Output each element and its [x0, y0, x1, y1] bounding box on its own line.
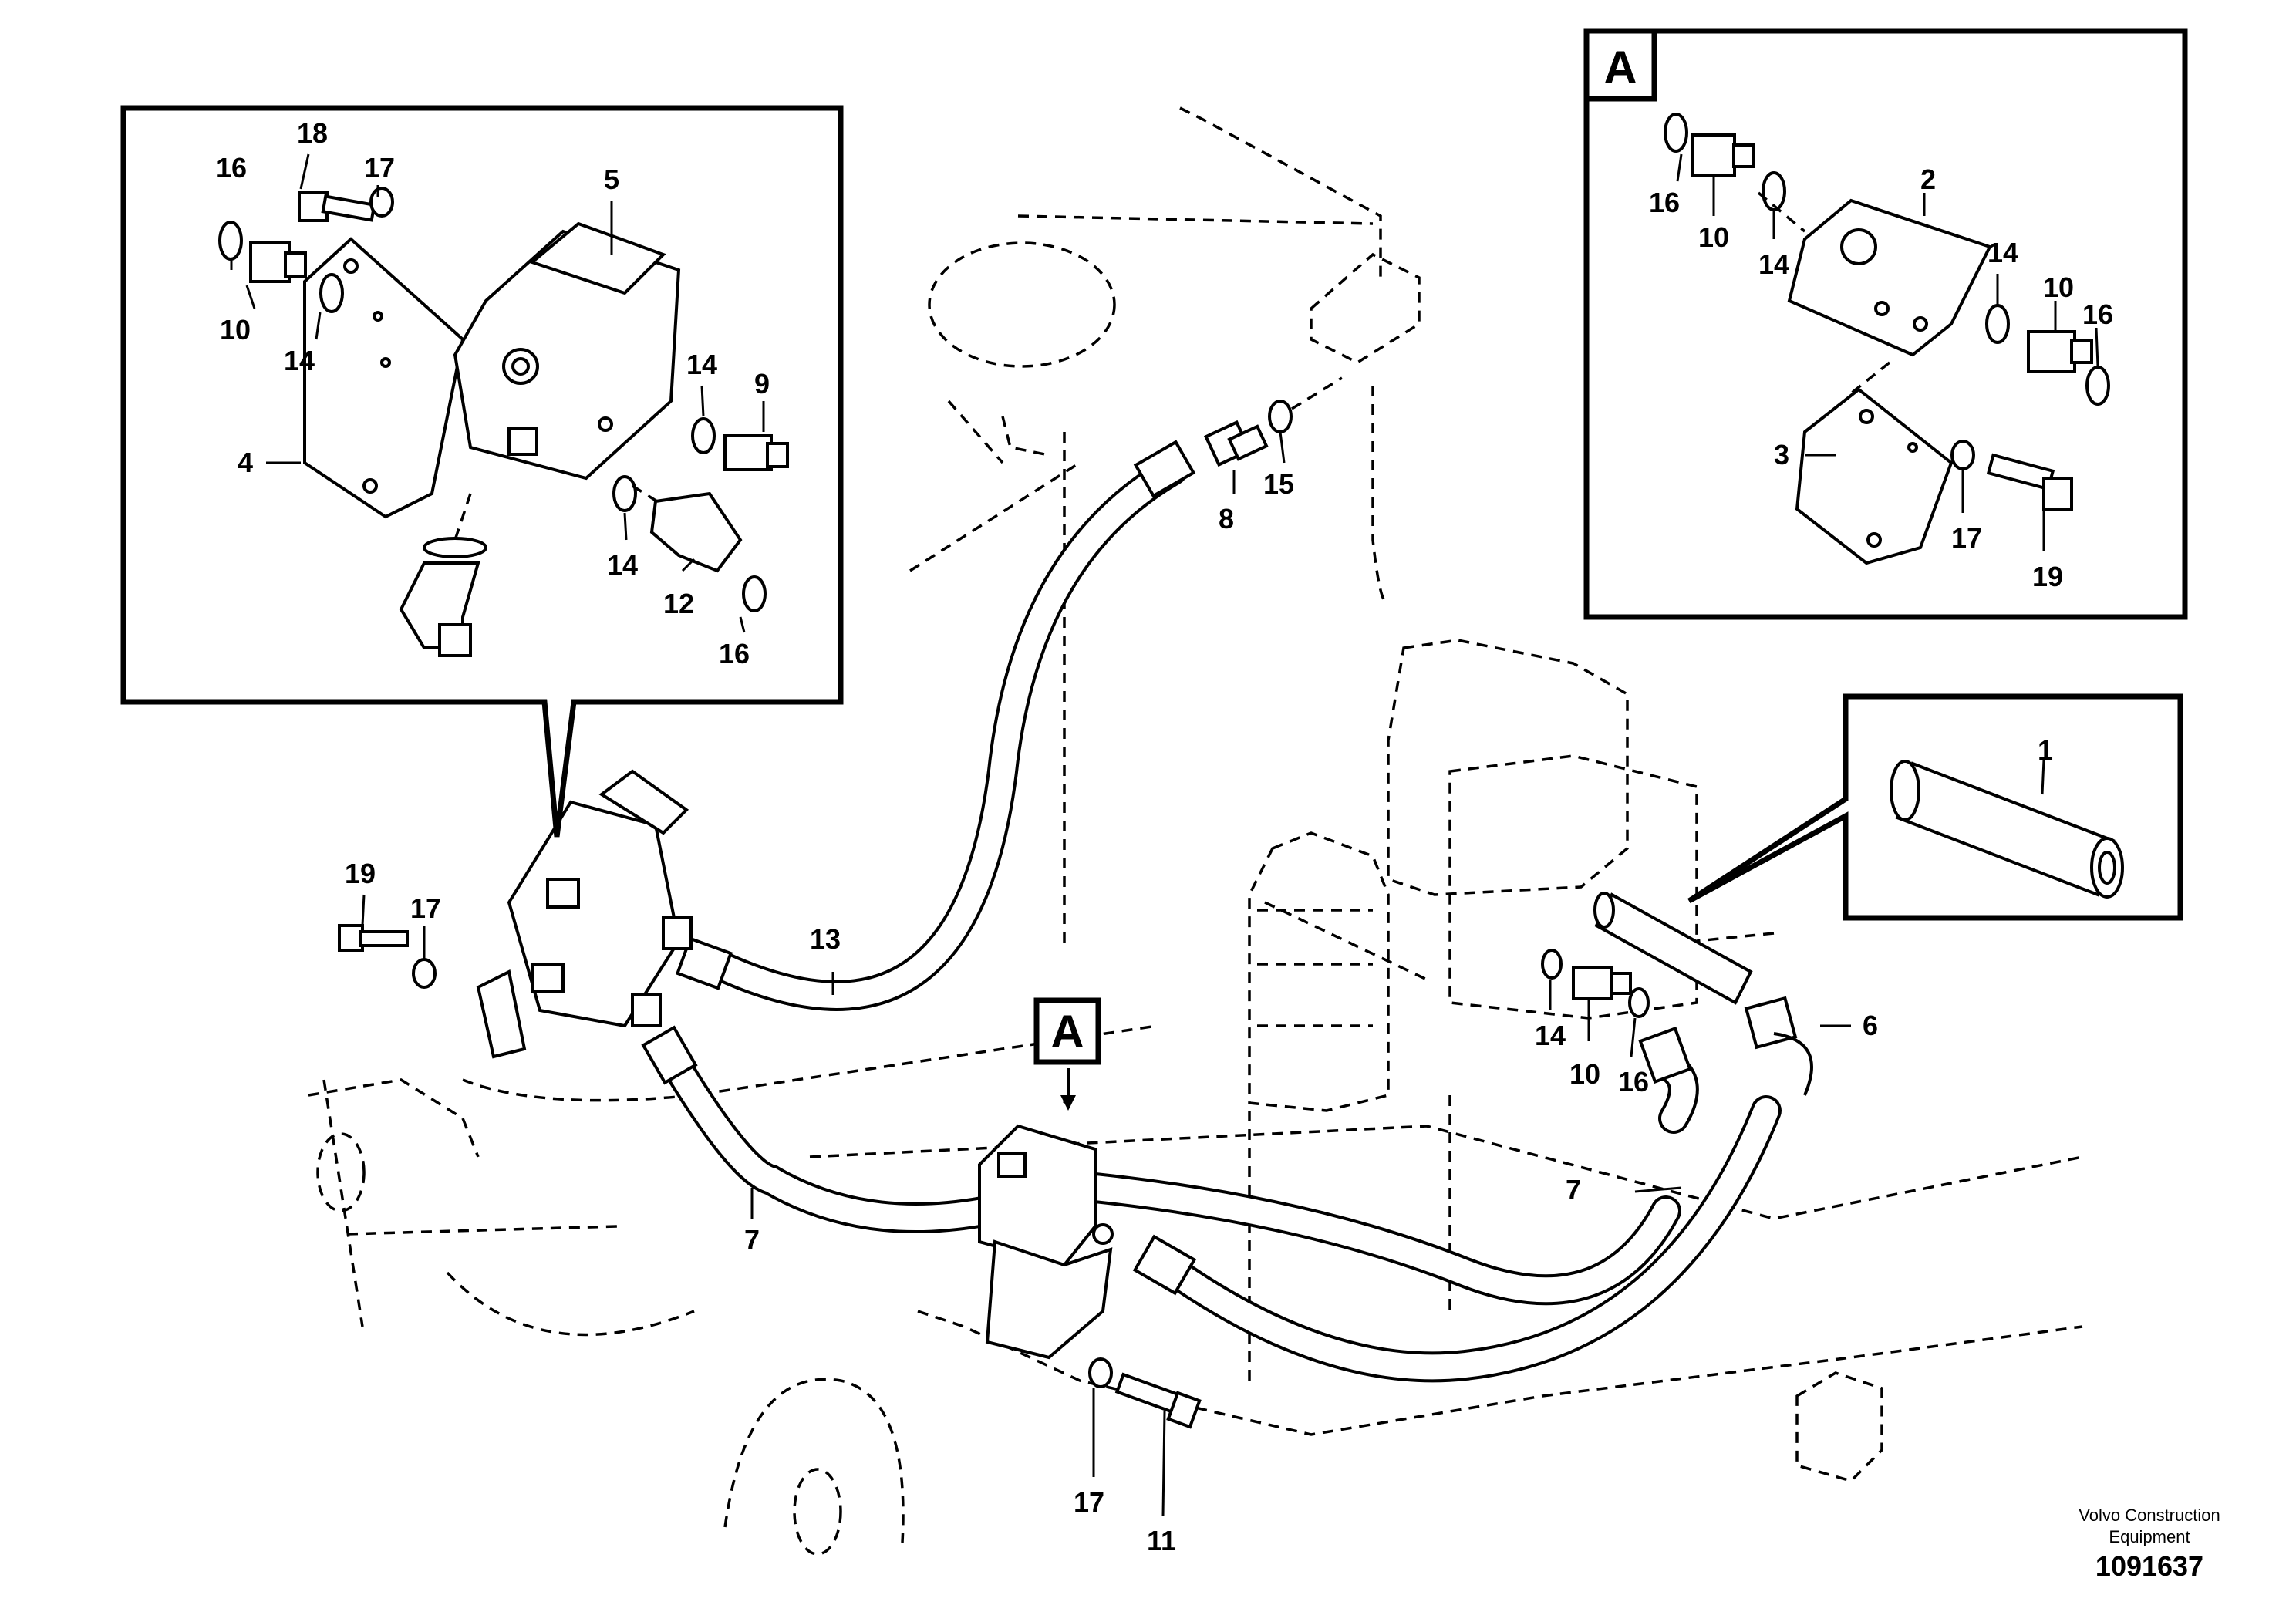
hose-7-left [641, 1025, 1003, 1233]
callout-14: 14 [607, 549, 638, 581]
hose-6 [1132, 996, 1813, 1383]
company-name-line1: Volvo Construction [2079, 1506, 2220, 1525]
callout-1: 1 [2038, 734, 2053, 766]
view-marker-a-main: A [1050, 1006, 1084, 1057]
callout-10: 10 [2043, 271, 2074, 303]
callout-14: 14 [284, 345, 315, 376]
callout-11: 11 [1147, 1525, 1176, 1556]
callout-19: 19 [2032, 561, 2063, 592]
drawing-number: 1091637 [2095, 1550, 2203, 1582]
inset-left [120, 105, 844, 838]
inset-tube [1687, 693, 2183, 921]
washer-17-main [412, 958, 437, 989]
callout-7: 7 [744, 1224, 760, 1256]
company-name-line2: Equipment [2109, 1527, 2190, 1546]
callout-16: 16 [1618, 1066, 1649, 1098]
callout-14: 14 [1988, 237, 2018, 268]
callout-7: 7 [1566, 1174, 1581, 1206]
block-a-main [978, 1124, 1114, 1360]
bolt-11 [1114, 1372, 1202, 1429]
washer-17-bottom [1088, 1357, 1113, 1388]
callout-14: 14 [686, 349, 717, 380]
tube-1-main [1593, 892, 1753, 1005]
callout-9: 9 [754, 368, 770, 400]
callout-12: 12 [663, 588, 694, 619]
callout-16: 16 [719, 638, 750, 669]
view-a-pointer [1033, 997, 1101, 1111]
callout-2: 2 [1920, 164, 1936, 195]
callout-16: 16 [2082, 298, 2113, 330]
callout-17: 17 [1074, 1486, 1104, 1518]
callout-16: 16 [216, 152, 247, 184]
machine-outline [308, 106, 2083, 1556]
callout-10: 10 [1698, 221, 1729, 253]
callout-16: 16 [1649, 187, 1680, 218]
fitting-8 [1203, 420, 1269, 467]
o-ring-14-main [1541, 949, 1563, 980]
callout-14: 14 [1535, 1020, 1566, 1051]
callout-10: 10 [220, 314, 251, 346]
callout-4: 4 [238, 447, 253, 478]
callout-8: 8 [1219, 503, 1234, 534]
leader-lines [230, 153, 2099, 1516]
callout-labels: 16 18 17 5 10 14 14 9 4 14 12 16 8 15 13… [216, 42, 2113, 1556]
inset-a [1583, 28, 2188, 620]
fitting-10-main [1572, 966, 1632, 1000]
hose-7-right [1080, 1026, 1699, 1306]
callout-5: 5 [604, 164, 619, 195]
callout-19: 19 [345, 858, 376, 889]
callout-18: 18 [297, 117, 328, 149]
callout-3: 3 [1774, 439, 1789, 470]
callout-17: 17 [410, 892, 441, 924]
manifold-5-main [476, 769, 693, 1059]
callout-13: 13 [810, 923, 841, 955]
callout-14: 14 [1758, 248, 1789, 280]
bolt-19-main [338, 924, 409, 952]
callout-17: 17 [364, 152, 395, 184]
callout-6: 6 [1863, 1010, 1878, 1041]
hose-13 [675, 440, 1196, 1011]
o-ring-15 [1268, 400, 1293, 433]
o-ring-16-main [1628, 987, 1650, 1018]
callout-15: 15 [1263, 468, 1294, 500]
footer: Volvo Construction Equipment 1091637 [2079, 1506, 2220, 1582]
callout-17: 17 [1951, 522, 1982, 554]
view-marker-a-inset: A [1603, 42, 1637, 93]
callout-10: 10 [1569, 1058, 1600, 1090]
